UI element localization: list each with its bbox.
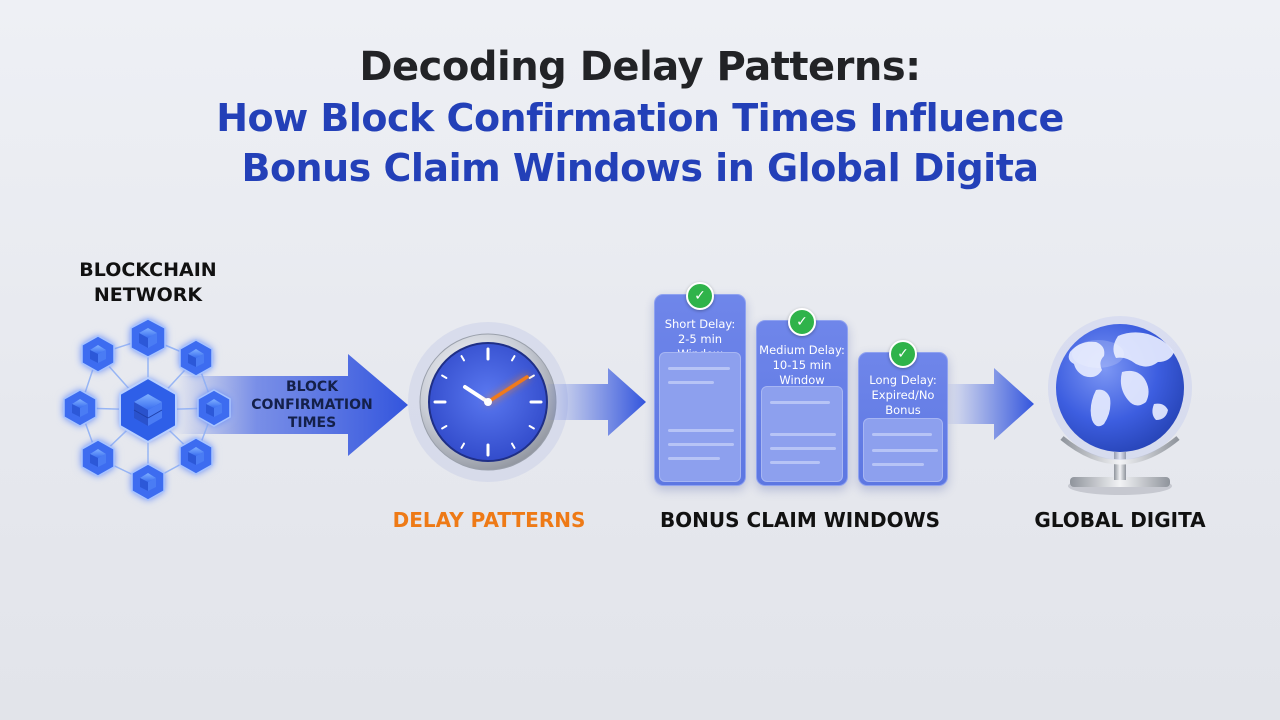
window-card-text: Medium Delay: 10-15 min Window <box>757 343 847 388</box>
block-confirmation-times-label: BLOCK CONFIRMATION TIMES <box>240 378 384 432</box>
window-line: Short Delay: <box>664 317 736 331</box>
blockchain-network-label: BLOCKCHAIN NETWORK <box>40 258 256 308</box>
window-card-short: Short Delay: 2-5 min Window <box>654 294 746 486</box>
check-icon: ✓ <box>686 282 714 310</box>
global-digita-label: GLOBAL DIGITA <box>1034 508 1206 532</box>
window-line: Long Delay: <box>869 373 937 387</box>
blockchain-network-icon <box>63 318 231 501</box>
arrow-to-globe <box>948 368 1034 440</box>
window-line: 10-15 min <box>772 358 832 372</box>
check-icon: ✓ <box>889 340 917 368</box>
node-cubes <box>63 318 231 501</box>
arrow-label-line2: CONFIRMATION <box>251 397 373 413</box>
window-card-panel <box>761 386 843 482</box>
window-card-long: Long Delay: Expired/No Bonus <box>858 352 948 486</box>
clock-icon <box>408 322 568 482</box>
window-line: Bonus <box>885 403 921 417</box>
window-line: Medium Delay: <box>759 343 845 357</box>
window-card-panel <box>863 418 943 482</box>
globe-icon <box>1048 316 1192 495</box>
network-label-line2: NETWORK <box>93 284 203 306</box>
window-card-panel <box>659 352 741 482</box>
bonus-claim-windows-label: BONUS CLAIM WINDOWS <box>659 508 941 532</box>
arrow-label-line1: BLOCK <box>285 379 339 395</box>
window-line: Expired/No <box>871 388 935 402</box>
title-line-3: Bonus Claim Windows in Global Digita <box>241 146 1039 190</box>
arrow-block-confirmation <box>175 354 408 456</box>
window-card-text: Long Delay: Expired/No Bonus <box>859 373 947 418</box>
title-line-1: Decoding Delay Patterns: <box>359 44 921 90</box>
arrow-label-line3: TIMES <box>287 415 337 431</box>
window-card-medium: Medium Delay: 10-15 min Window <box>756 320 848 486</box>
arrow-to-windows <box>548 368 646 436</box>
check-icon: ✓ <box>788 308 816 336</box>
network-label-line1: BLOCKCHAIN <box>79 259 217 281</box>
window-line: Window <box>779 373 825 387</box>
title-line-2: How Block Confirmation Times Influence <box>216 96 1064 140</box>
delay-patterns-label: DELAY PATTERNS <box>392 508 586 532</box>
